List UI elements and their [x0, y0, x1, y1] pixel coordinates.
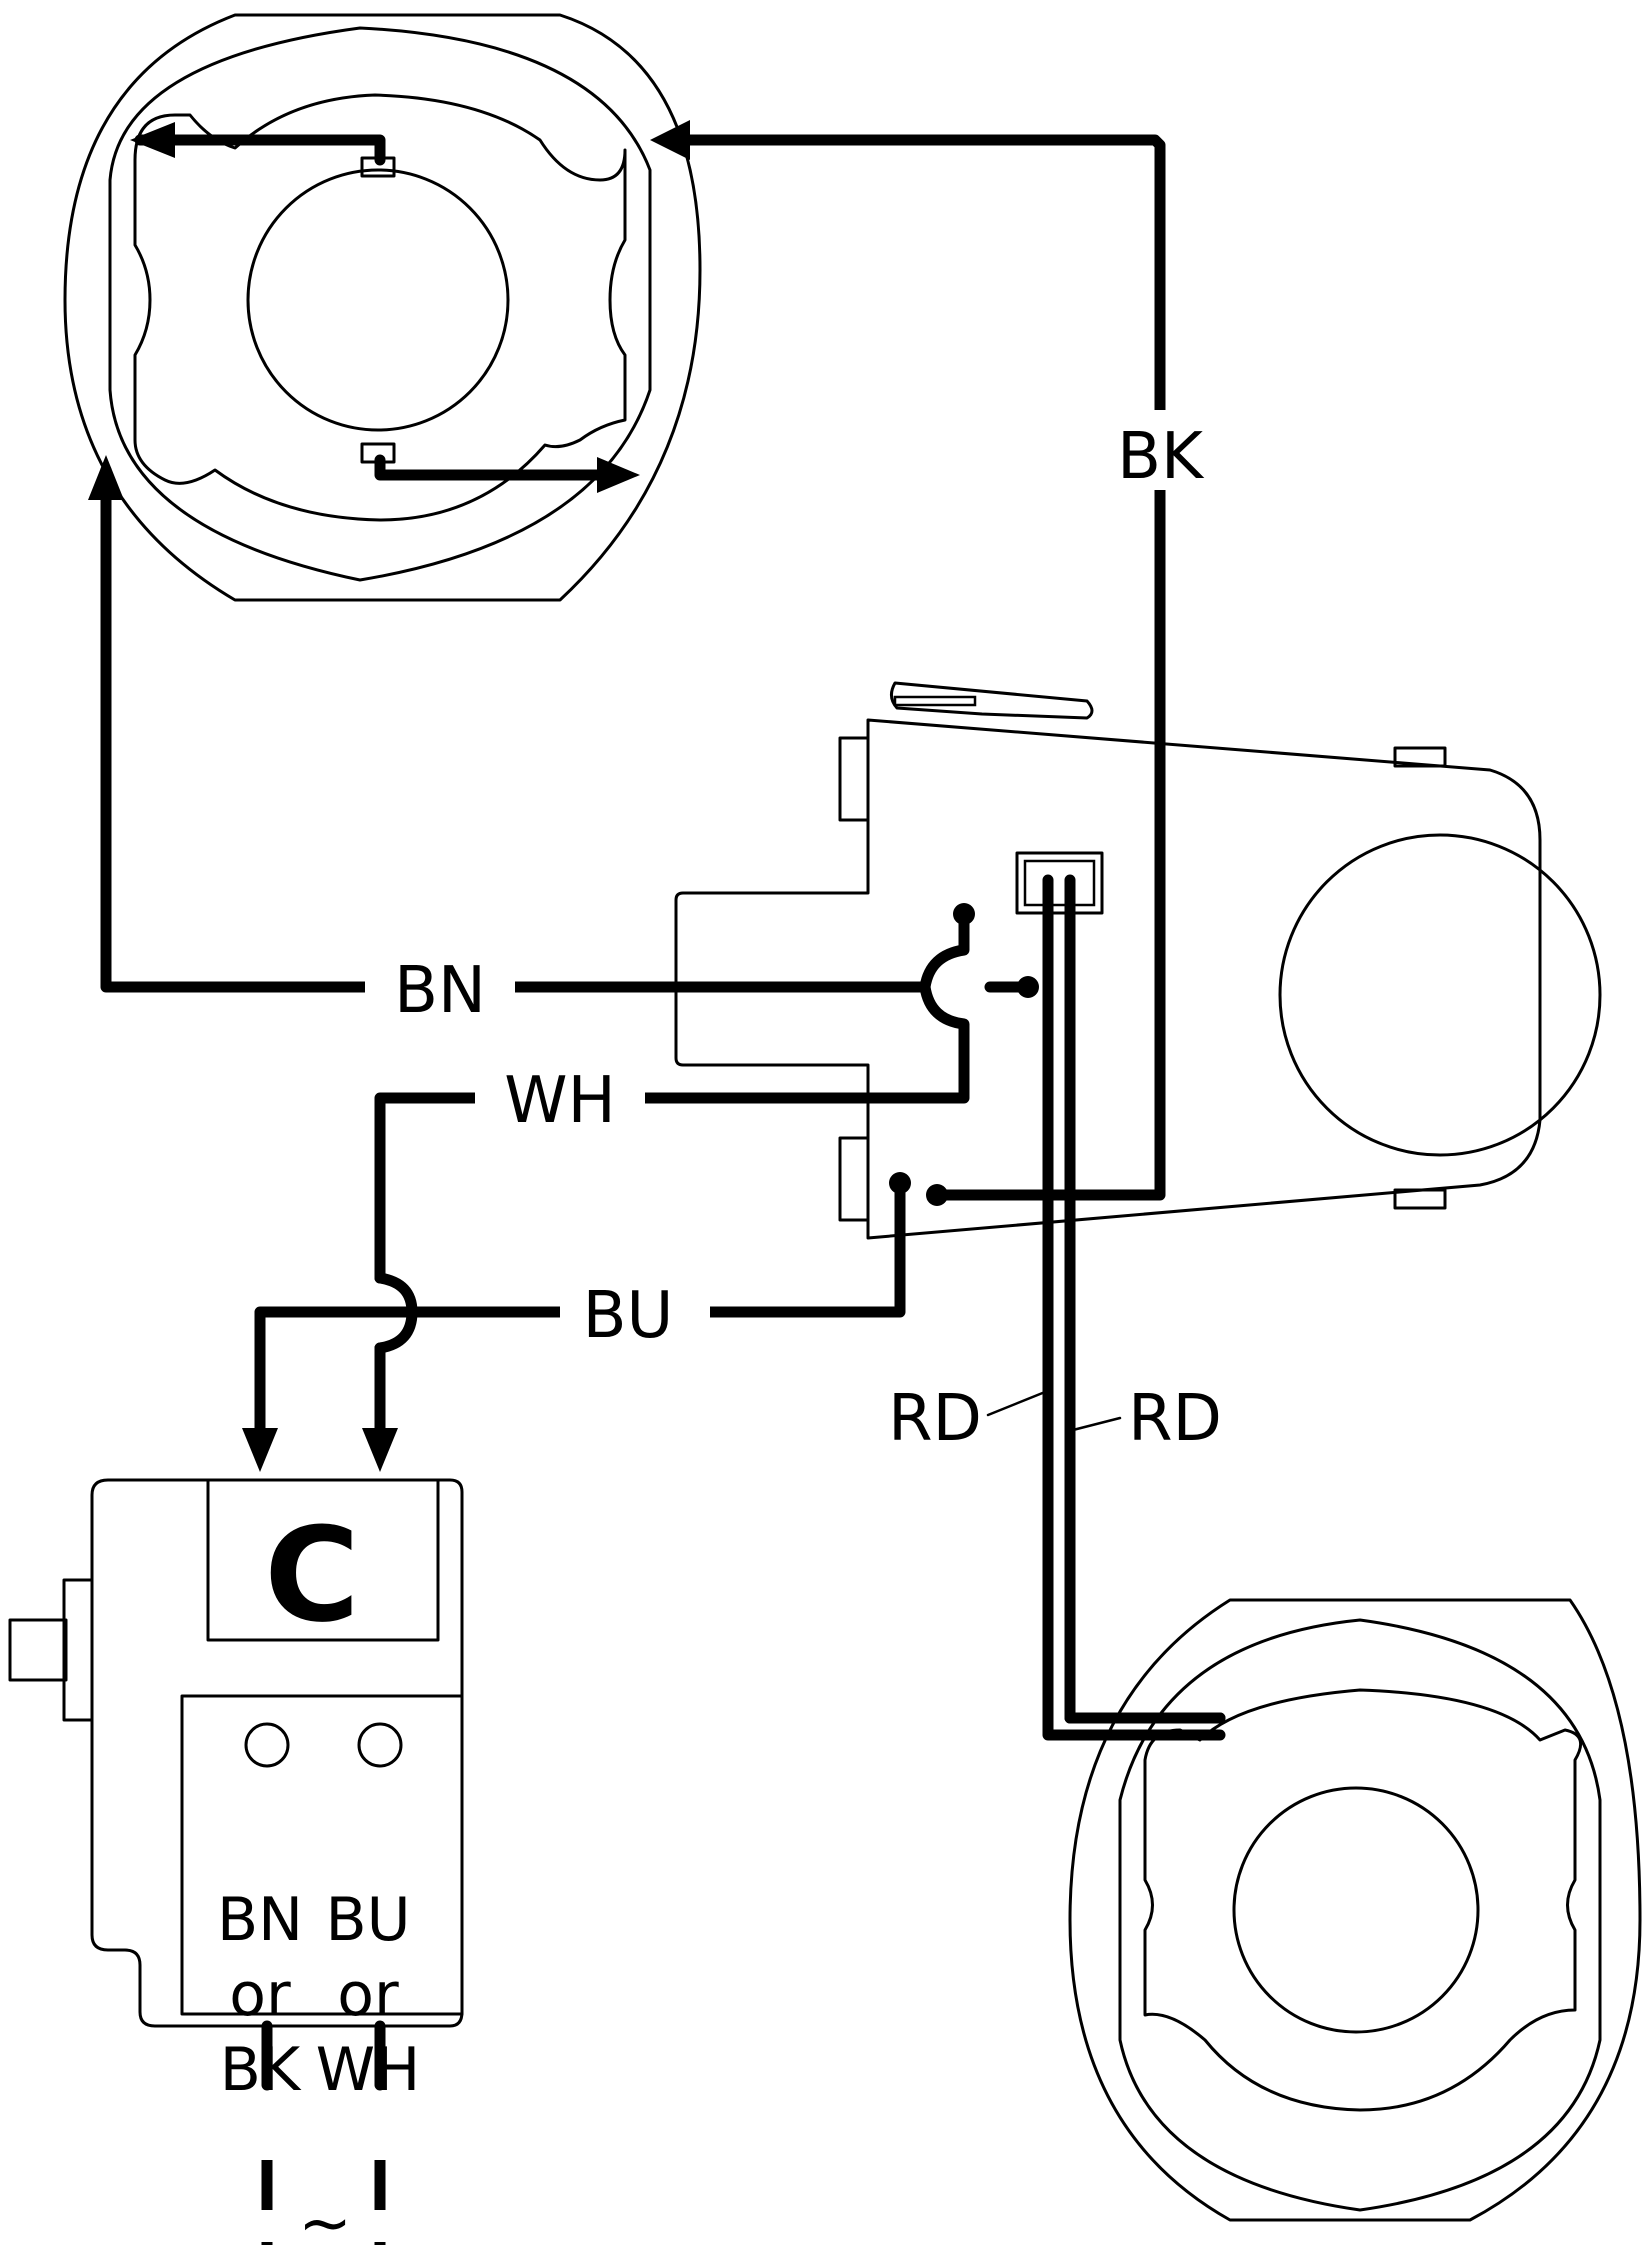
capacitor-mount-plate: [62, 1578, 94, 1722]
arrowhead-bu: [242, 1428, 278, 1472]
capacitor-terminal-block: [180, 1694, 464, 2016]
control-unit-tab-top: [838, 736, 870, 822]
control-unit-connector-inner: [1023, 859, 1096, 907]
control-unit-connector: [1015, 851, 1104, 915]
supply-left-line-1: BN: [217, 1885, 303, 1955]
arrowhead-wh: [362, 1428, 398, 1472]
bottom-motor-inner-ring: [1118, 1618, 1602, 2212]
top-motor-housing: [63, 13, 702, 602]
label-bn: BN: [394, 954, 486, 1028]
supply-left-line-3: BK: [220, 2035, 302, 2105]
node-bk: [926, 1184, 948, 1206]
control-unit-bracket: [890, 681, 1094, 720]
label-bk: BK: [1117, 420, 1205, 494]
top-motor-rotor: [246, 168, 510, 432]
label-rd-right: RD: [1128, 1382, 1222, 1456]
capacitor-label-panel: [206, 1478, 440, 1642]
label-bu: BU: [583, 1279, 674, 1353]
wire-rd-left: [1042, 874, 1226, 1741]
top-motor-stator: [133, 93, 627, 522]
control-unit-tab-bottom: [838, 1136, 870, 1222]
node-wh: [953, 903, 975, 925]
capacitor: C: [8, 1478, 464, 2028]
top-motor-lead-bottom: [374, 454, 631, 481]
control-unit: [674, 681, 1602, 1240]
control-unit-tab-right-top: [1393, 746, 1447, 768]
wire-wh: [374, 909, 970, 1284]
supply-right-line-3: WH: [316, 2035, 420, 2105]
labels: BK BN WH BU RD RD BN or BK BU or WH ~: [217, 410, 1222, 2245]
bottom-motor: [1068, 1598, 1642, 2222]
bottom-motor-stator: [1143, 1688, 1583, 2112]
top-motor: [63, 13, 702, 602]
capacitor-body: [90, 1478, 464, 2028]
supply-right-line-2: or: [337, 1960, 399, 2030]
supply-left-line-2: or: [229, 1960, 291, 2030]
bottom-motor-housing: [1068, 1598, 1642, 2222]
node-bn: [1017, 976, 1039, 998]
top-motor-inner-ring: [108, 26, 652, 582]
arrowhead-top-left: [130, 122, 175, 158]
bu-label-bg: [560, 1272, 710, 1352]
rd-leader-left: [986, 1390, 1047, 1417]
wire-bn: [100, 464, 926, 993]
control-unit-slot: [893, 695, 977, 707]
capacitor-terminal-left: [244, 1722, 290, 1768]
top-motor-lead-top: [134, 134, 386, 166]
label-wh: WH: [504, 1064, 615, 1138]
supply-right-line-1: BU: [325, 1885, 410, 1955]
wire-rd-right: [1064, 874, 1226, 1724]
wires: [88, 120, 1226, 2245]
capacitor-label: C: [264, 1499, 359, 1651]
label-rd-left: RD: [888, 1382, 982, 1456]
capacitor-stud: [8, 1618, 68, 1682]
arrowhead-bn: [88, 455, 124, 500]
control-unit-body: [674, 718, 1542, 1240]
bk-label-bg: [1108, 410, 1218, 490]
wire-bk: [659, 134, 1166, 1201]
wire-bu-capacitor: [254, 1306, 416, 1461]
rd-leader-right: [1071, 1416, 1122, 1432]
capacitor-terminal-right: [357, 1722, 403, 1768]
bottom-motor-rotor: [1232, 1786, 1480, 2034]
arrowhead-bottom-right: [597, 457, 640, 493]
control-unit-pot: [1278, 833, 1602, 1157]
arrowhead-bk: [650, 120, 690, 160]
control-unit-tab-right-bottom: [1393, 1188, 1447, 1210]
node-bu: [889, 1172, 911, 1194]
ac-symbol: ~: [298, 2187, 352, 2245]
wh-label-bg: [475, 1058, 645, 1138]
bn-label-bg: [365, 948, 515, 1026]
